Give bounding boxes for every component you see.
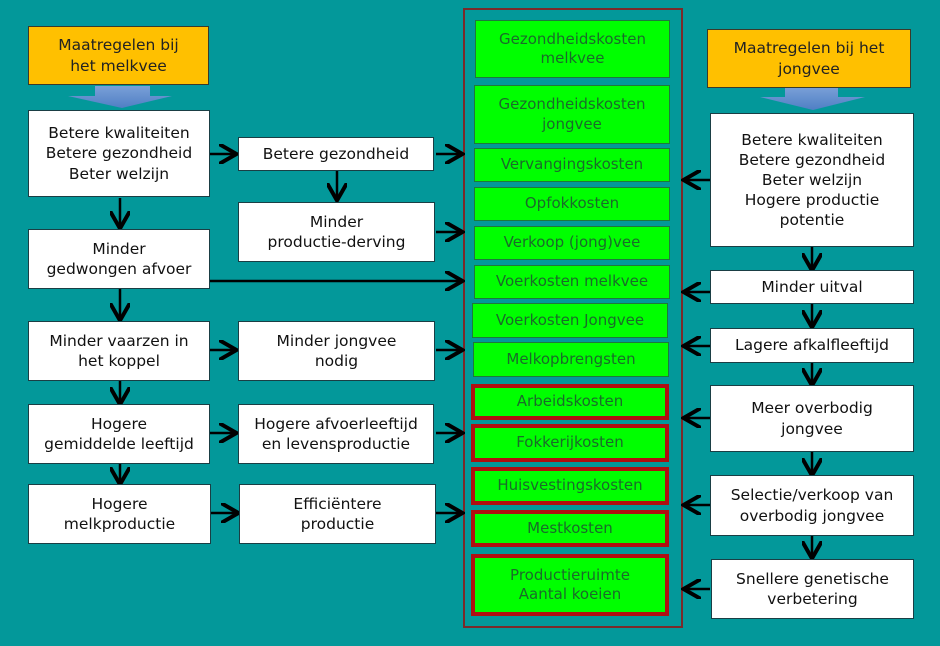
box-line: Hogere afvoerleeftijd bbox=[254, 414, 418, 433]
header-line: Maatregelen bij bbox=[58, 36, 179, 55]
box-line: en levensproductie bbox=[261, 435, 411, 453]
box-line: Betere gezondheid bbox=[738, 150, 886, 169]
cost-line: Gezondheidskosten bbox=[499, 29, 646, 48]
box-line: verbetering bbox=[767, 590, 858, 608]
box-line: Beter welzijn bbox=[761, 170, 863, 189]
left-box-heifers: Minder vaarzen in het koppel bbox=[28, 321, 210, 381]
mid-box-production-loss: Minder productie-derving bbox=[238, 202, 435, 262]
cost-line: Mestkosten bbox=[527, 518, 613, 537]
box-line: het koppel bbox=[78, 352, 160, 370]
header-line: Maatregelen bij het bbox=[733, 39, 885, 58]
cost-line: jongvee bbox=[542, 114, 602, 133]
box-line: jongvee bbox=[781, 419, 843, 438]
box-line: overbodig jongvee bbox=[739, 506, 885, 525]
cost-line: Fokkerijkosten bbox=[516, 433, 624, 452]
cost-line: Vervangingskosten bbox=[500, 155, 644, 174]
cost-item: Voerkosten melkvee bbox=[474, 265, 670, 299]
box-line: Efficiëntere bbox=[293, 494, 382, 513]
cost-item-highlighted: Productieruimte Aantal koeien bbox=[471, 554, 669, 616]
box-line: Beter welzijn bbox=[68, 164, 170, 183]
box-line: Minder uitval bbox=[761, 277, 863, 296]
box-line: Minder jongvee bbox=[276, 331, 397, 350]
right-box-genetic-progress: Snellere genetische verbetering bbox=[711, 559, 914, 619]
header-arrow-left bbox=[68, 86, 172, 108]
box-line: gemiddelde leeftijd bbox=[44, 435, 194, 453]
cost-line: melkvee bbox=[540, 49, 605, 67]
cost-line: Arbeidskosten bbox=[516, 392, 624, 411]
cost-line: Productieruimte bbox=[510, 565, 630, 584]
box-line: Betere gezondheid bbox=[262, 144, 410, 163]
box-line: Selectie/verkoop van bbox=[730, 486, 894, 505]
cost-item: Vervangingskosten bbox=[474, 148, 670, 182]
box-line: Lagere afkalfleeftijd bbox=[734, 336, 890, 355]
cost-item-highlighted: Arbeidskosten bbox=[471, 384, 669, 420]
mid-box-less-youngstock: Minder jongvee nodig bbox=[238, 321, 435, 381]
cost-line: Opfokkosten bbox=[524, 194, 620, 213]
box-line: Meer overbodig bbox=[751, 399, 873, 418]
left-box-quality: Betere kwaliteiten Betere gezondheid Bet… bbox=[28, 110, 210, 197]
box-line: Hogere productie bbox=[744, 191, 880, 210]
cost-item-highlighted: Fokkerijkosten bbox=[471, 424, 669, 462]
cost-item-highlighted: Mestkosten bbox=[471, 510, 669, 547]
right-box-surplus-youngstock: Meer overbodig jongvee bbox=[710, 385, 914, 452]
header-arrow-right bbox=[760, 87, 865, 110]
cost-line: Voerkosten melkvee bbox=[495, 272, 649, 291]
box-line: gedwongen afvoer bbox=[46, 260, 192, 278]
cost-line: Gezondheidskosten bbox=[498, 95, 646, 113]
cost-line: Verkoop (jong)vee bbox=[503, 233, 641, 252]
right-box-less-loss: Minder uitval bbox=[710, 270, 914, 304]
mid-box-health: Betere gezondheid bbox=[238, 137, 434, 171]
cost-line: Huisvestingskosten bbox=[497, 476, 643, 495]
left-box-avg-age: Hogere gemiddelde leeftijd bbox=[28, 404, 210, 464]
mid-box-disposal-age: Hogere afvoerleeftijd en levensproductie bbox=[238, 404, 434, 464]
box-line: Betere gezondheid bbox=[45, 144, 193, 163]
right-box-quality: Betere kwaliteiten Betere gezondheid Bet… bbox=[710, 113, 914, 247]
cost-item-highlighted: Huisvestingskosten bbox=[471, 467, 669, 505]
mid-box-efficiency: Efficiëntere productie bbox=[239, 484, 436, 544]
box-line: productie-derving bbox=[267, 233, 406, 251]
box-line: potentie bbox=[779, 211, 845, 230]
right-box-calving-age: Lagere afkalfleeftijd bbox=[710, 328, 914, 363]
right-box-selection: Selectie/verkoop van overbodig jongvee bbox=[710, 475, 914, 536]
jongvee-measures-header: Maatregelen bij het jongvee bbox=[707, 29, 911, 88]
melkvee-measures-header: Maatregelen bij het melkvee bbox=[28, 26, 209, 85]
box-line: Betere kwaliteiten bbox=[48, 124, 190, 143]
box-line: Hogere bbox=[90, 414, 148, 433]
cost-item: Opfokkosten bbox=[474, 187, 670, 221]
cost-line: Melkopbrengsten bbox=[506, 349, 636, 368]
left-box-milk-production: Hogere melkproductie bbox=[28, 484, 211, 544]
cost-line: Voerkosten Jongvee bbox=[495, 310, 645, 329]
box-line: Betere kwaliteiten bbox=[741, 130, 883, 149]
cost-item: Gezondheidskosten melkvee bbox=[475, 20, 670, 78]
box-line: Snellere genetische bbox=[736, 569, 889, 588]
box-line: productie bbox=[300, 515, 375, 533]
header-line: jongvee bbox=[778, 59, 840, 78]
box-line: Minder bbox=[309, 212, 364, 231]
left-box-forced-disposal: Minder gedwongen afvoer bbox=[28, 229, 210, 289]
cost-items-panel bbox=[463, 8, 683, 628]
box-line: nodig bbox=[314, 352, 359, 370]
box-line: melkproductie bbox=[63, 515, 176, 533]
header-line: het melkvee bbox=[70, 56, 167, 75]
cost-item: Melkopbrengsten bbox=[473, 342, 669, 377]
box-line: Minder vaarzen in bbox=[49, 331, 189, 350]
cost-item: Gezondheidskosten jongvee bbox=[474, 85, 670, 144]
cost-item: Voerkosten Jongvee bbox=[472, 303, 668, 338]
cost-item: Verkoop (jong)vee bbox=[474, 226, 670, 260]
box-line: Hogere bbox=[91, 494, 148, 513]
box-line: Minder bbox=[92, 239, 146, 258]
cost-line: Aantal koeien bbox=[518, 585, 622, 603]
